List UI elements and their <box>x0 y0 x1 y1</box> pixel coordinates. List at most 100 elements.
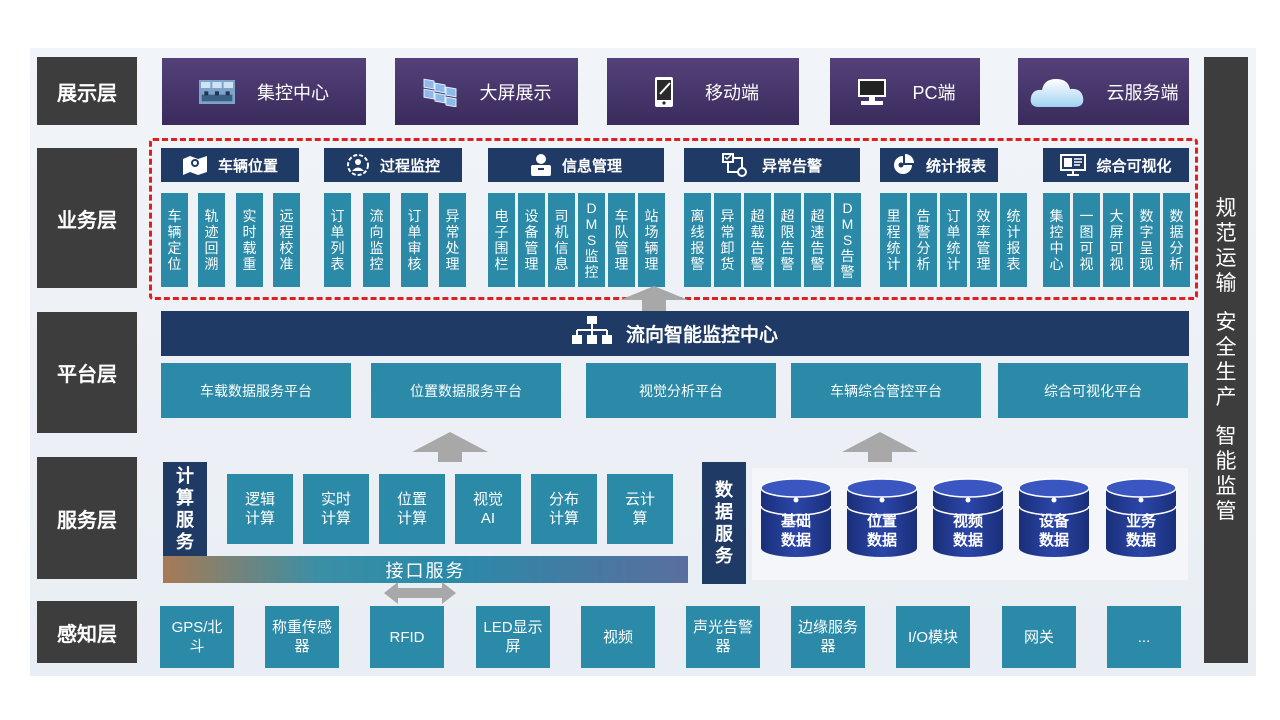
perception-device[interactable]: 网关 <box>1002 606 1076 668</box>
business-group-header-5[interactable]: 综合可视化 <box>1043 148 1189 182</box>
layer-label-business: 业务层 <box>37 148 137 288</box>
business-item[interactable]: 超限告警 <box>774 193 801 287</box>
business-item[interactable]: 设备管理 <box>518 193 545 287</box>
business-item[interactable]: 站场辆理 <box>638 193 665 287</box>
business-item[interactable]: 超速告警 <box>804 193 831 287</box>
platform-center-bar: 流向智能监控中心 <box>161 311 1189 356</box>
arrow-stem-business <box>642 300 666 311</box>
business-item[interactable]: DMS告警 <box>834 193 861 287</box>
business-item[interactable]: 超载告警 <box>744 193 771 287</box>
data-cylinder[interactable]: 视频数据 <box>931 478 1005 558</box>
business-item[interactable]: 电子围栏 <box>488 193 515 287</box>
perception-device[interactable]: ... <box>1107 606 1181 668</box>
interface-service-bar: 接口服务 <box>163 556 688 583</box>
arrow-stem-compute <box>438 452 462 462</box>
business-item[interactable]: 车队管理 <box>608 193 635 287</box>
business-item[interactable]: 订单统计 <box>940 193 967 287</box>
business-item[interactable]: 大屏可视 <box>1103 193 1130 287</box>
business-dashed-frame <box>149 138 1198 300</box>
data-cylinder[interactable]: 基础数据 <box>759 478 833 558</box>
arrow-up-data <box>842 432 918 452</box>
data-cylinder-label: 位置数据 <box>866 513 897 549</box>
perception-device[interactable]: I/O模块 <box>896 606 970 668</box>
perception-device[interactable]: 视频 <box>581 606 655 668</box>
perception-device[interactable]: LED显示屏 <box>476 606 550 668</box>
business-item[interactable]: 订单列表 <box>324 193 351 287</box>
double-arrow-icon <box>384 582 456 604</box>
platform-item-vehicle-data[interactable]: 车载数据服务平台 <box>161 363 351 418</box>
layer-label-service: 服务层 <box>37 457 137 579</box>
business-item[interactable]: 集控中心 <box>1043 193 1070 287</box>
platform-center-title: 流向智能监控中心 <box>625 325 778 346</box>
layer-label-perception: 感知层 <box>37 601 137 663</box>
business-item[interactable]: 流向监控 <box>363 193 390 287</box>
data-cylinder[interactable]: 设备数据 <box>1017 478 1091 558</box>
data-cylinder[interactable]: 位置数据 <box>845 478 919 558</box>
business-item[interactable]: 数据分析 <box>1163 193 1190 287</box>
data-cylinder-label: 设备数据 <box>1038 513 1069 549</box>
business-item[interactable]: 轨迹回溯 <box>198 193 225 287</box>
compute-item[interactable]: 分布计算 <box>531 474 597 544</box>
business-item[interactable]: 司机信息 <box>548 193 575 287</box>
business-item[interactable]: 实时载重 <box>236 193 263 287</box>
perception-device[interactable]: GPS/北斗 <box>160 606 234 668</box>
data-cylinder[interactable]: 业务数据 <box>1104 478 1178 558</box>
display-card-label: 移动端 <box>705 82 759 103</box>
business-item[interactable]: 效率管理 <box>970 193 997 287</box>
business-group-header-4[interactable]: 统计报表 <box>880 148 998 182</box>
right-goal-2: 智能监管 <box>1215 425 1237 523</box>
business-item[interactable]: 告警分析 <box>910 193 937 287</box>
display-card-cloud[interactable]: 云服务端 <box>1018 58 1189 125</box>
business-group-title: 信息管理 <box>561 157 622 175</box>
display-card-control-center[interactable]: 集控中心 <box>162 58 366 125</box>
platform-item-vision-analysis[interactable]: 视觉分析平台 <box>586 363 776 418</box>
business-group-header-1[interactable]: 过程监控 <box>324 148 462 182</box>
pie-chart-icon <box>892 153 916 177</box>
compute-item[interactable]: 云计算 <box>607 474 673 544</box>
compute-item[interactable]: 实时计算 <box>303 474 369 544</box>
business-group-title: 车辆位置 <box>217 157 278 175</box>
business-item[interactable]: 一图可视 <box>1073 193 1100 287</box>
perception-device[interactable]: 声光告警器 <box>686 606 760 668</box>
business-item[interactable]: 异常卸货 <box>714 193 741 287</box>
compute-service-label: 计算服务 <box>163 462 207 556</box>
business-item[interactable]: 订单审核 <box>401 193 428 287</box>
business-item[interactable]: 异常处理 <box>439 193 466 287</box>
business-item[interactable]: 车辆定位 <box>161 193 188 287</box>
perception-device[interactable]: 边缘服务器 <box>791 606 865 668</box>
business-group-header-0[interactable]: 车辆位置 <box>161 148 299 182</box>
business-item[interactable]: 统计报表 <box>1000 193 1027 287</box>
display-card-label: 云服务端 <box>1106 82 1179 103</box>
pc-icon <box>854 76 890 108</box>
layer-label-platform: 平台层 <box>37 312 137 433</box>
platform-item-vehicle-control[interactable]: 车辆综合管控平台 <box>791 363 981 418</box>
compute-item[interactable]: 视觉AI <box>455 474 521 544</box>
compute-item[interactable]: 位置计算 <box>379 474 445 544</box>
display-card-pc[interactable]: PC端 <box>830 58 980 125</box>
right-goal-0: 规范运输 <box>1215 197 1237 295</box>
perception-device[interactable]: 称重传感器 <box>265 606 339 668</box>
alarm-flow-icon <box>721 153 752 177</box>
right-goal-1: 安全生产 <box>1215 311 1237 409</box>
display-card-mobile[interactable]: 移动端 <box>607 58 799 125</box>
business-group-header-3[interactable]: 异常告警 <box>684 148 860 182</box>
business-item[interactable]: 数字呈现 <box>1133 193 1160 287</box>
data-cylinder-label: 视频数据 <box>952 513 983 549</box>
business-item[interactable]: 里程统计 <box>880 193 907 287</box>
compute-item[interactable]: 逻辑计算 <box>227 474 293 544</box>
info-person-icon <box>530 153 552 177</box>
business-item[interactable]: 远程校准 <box>273 193 300 287</box>
business-item[interactable]: DMS监控 <box>578 193 605 287</box>
perception-device[interactable]: RFID <box>370 606 444 668</box>
platform-item-visualization[interactable]: 综合可视化平台 <box>998 363 1188 418</box>
mobile-icon <box>647 76 683 108</box>
data-service-label: 数据服务 <box>702 462 746 584</box>
display-card-big-screen[interactable]: 大屏展示 <box>395 58 578 125</box>
arrow-up-business <box>620 286 688 300</box>
business-group-header-2[interactable]: 信息管理 <box>488 148 664 182</box>
business-group-title: 综合可视化 <box>1096 157 1172 175</box>
monitor-person-icon <box>346 153 370 177</box>
platform-item-location-data[interactable]: 位置数据服务平台 <box>371 363 561 418</box>
screen-wall-icon <box>422 76 458 108</box>
business-item[interactable]: 离线报警 <box>684 193 711 287</box>
